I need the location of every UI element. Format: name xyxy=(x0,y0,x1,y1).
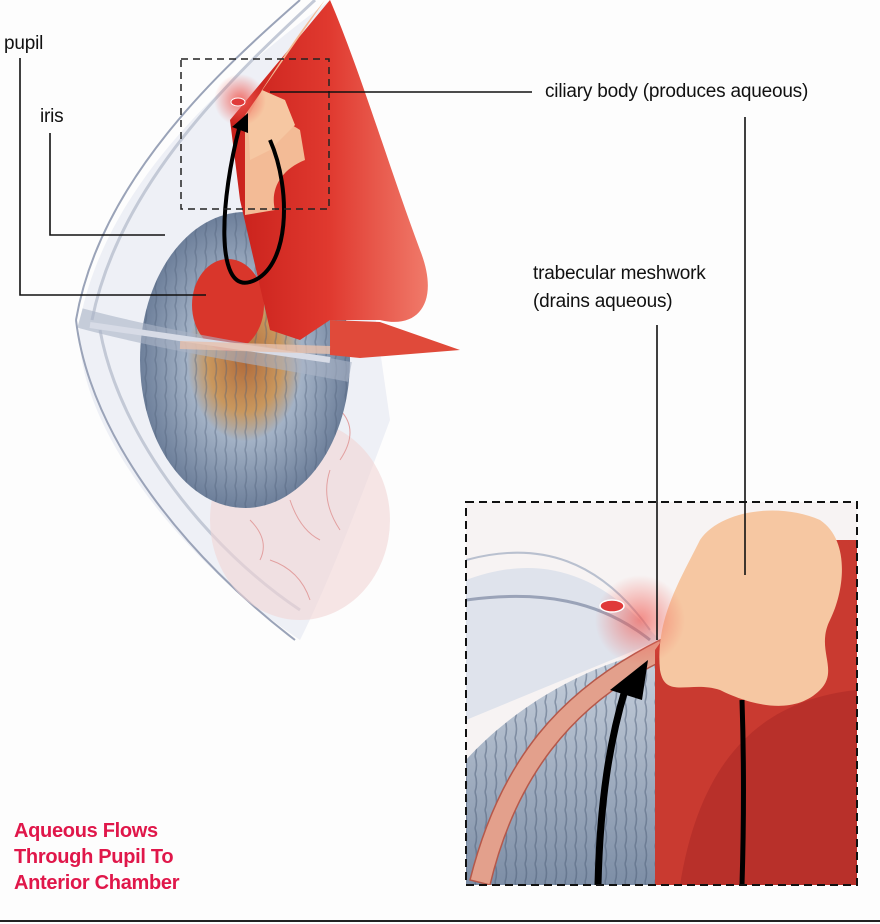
label-trabecular-drains: (drains aqueous) xyxy=(533,291,673,312)
figure-caption: Aqueous Flows Through Pupil To Anterior … xyxy=(14,818,180,896)
label-pupil: pupil xyxy=(4,33,44,54)
inset-magnified-view xyxy=(466,502,857,885)
caption-line-2: Through Pupil To xyxy=(14,846,174,868)
caption-line-3: Anterior Chamber xyxy=(14,872,180,894)
label-iris: iris xyxy=(40,106,64,127)
label-ciliary-body: ciliary body (produces aqueous) xyxy=(545,81,809,102)
leader-lines xyxy=(19,58,746,640)
main-eye xyxy=(75,0,460,641)
iris-leader-line xyxy=(49,133,165,236)
pupil-leader-line xyxy=(19,58,206,296)
label-trabecular-meshwork: trabecular meshwork xyxy=(533,263,706,284)
caption-line-1: Aqueous Flows xyxy=(14,820,158,842)
zoom-region-box xyxy=(180,58,330,210)
inset-frame xyxy=(465,501,858,886)
